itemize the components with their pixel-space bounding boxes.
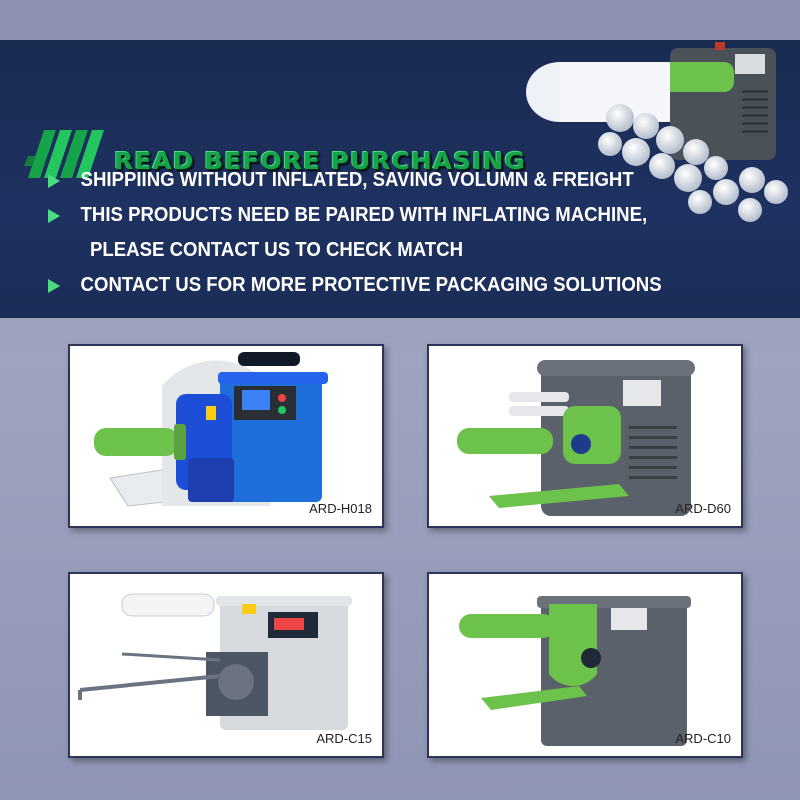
product-card-ard-c15[interactable]: ARD-C15 [68,572,384,758]
notice-banner: READ BEFORE PURCHASING [0,40,800,318]
triangle-bullet-icon [48,208,61,223]
model-label: ARD-C15 [316,731,372,746]
bullet-text: PLEASE CONTACT US TO CHECK MATCH [90,239,464,262]
product-card-ard-d60[interactable]: ARD-D60 [427,344,743,528]
model-label: ARD-D60 [675,501,731,516]
triangle-bullet-icon [48,173,61,188]
product-card-ard-h018[interactable]: ARD-H018 [68,344,384,528]
model-label: ARD-C10 [675,731,731,746]
top-strip [0,0,800,40]
machine-image-gray [457,360,695,516]
machine-image-blue [94,352,328,507]
bullet-text: CONTACT US FOR MORE PROTECTIVE PACKAGING… [80,274,662,297]
bullet-text: THIS PRODUCTS NEED BE PAIRED WITH INFLAT… [80,204,648,227]
model-label: ARD-H018 [309,501,372,516]
machine-image-dark-gray [459,596,691,746]
bullet-pairing-continued: PLEASE CONTACT US TO CHECK MATCH [90,239,778,265]
triangle-bullet-icon [48,278,61,293]
bullet-pairing: THIS PRODUCTS NEED BE PAIRED WITH INFLAT… [48,204,736,230]
machine-image-light-gray [78,593,352,730]
brand-slash-icon [24,130,104,178]
bullet-shipping: SHIPPIING WITHOUT INFLATED, SAVING VOLUM… [48,169,736,195]
hero-machine-image [526,42,788,222]
bullet-contact: CONTACT US FOR MORE PROTECTIVE PACKAGING… [48,274,736,300]
banner-title: READ BEFORE PURCHASING [114,148,526,175]
bullet-text: SHIPPIING WITHOUT INFLATED, SAVING VOLUM… [80,169,634,192]
product-card-ard-c10[interactable]: ARD-C10 [427,572,743,758]
